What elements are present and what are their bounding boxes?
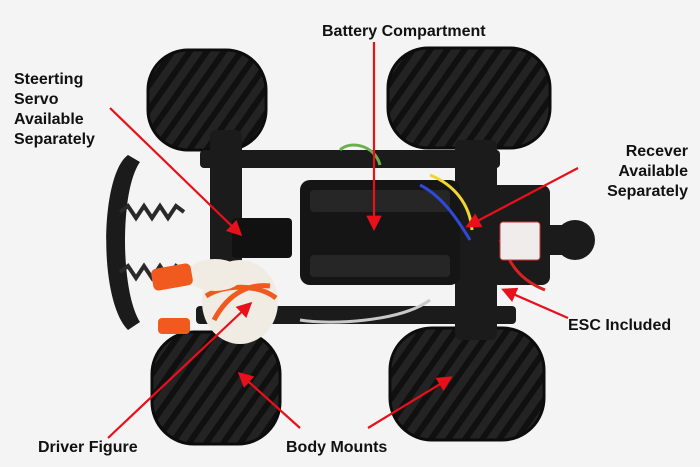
label-steering-servo: Steerting Servo Available Separately	[14, 70, 95, 150]
label-servo-line-3: Available	[14, 111, 84, 128]
tire-rear-bottom	[388, 326, 546, 442]
label-receiver-line-3: Separately	[607, 183, 688, 200]
tire-front-bottom	[150, 330, 282, 446]
arrow-body-mount-left	[237, 371, 301, 429]
battery-box	[300, 180, 460, 285]
label-receiver: Recever Available Separately	[607, 142, 688, 202]
front-bumper	[106, 155, 140, 330]
label-servo-line-2: Servo	[14, 91, 59, 108]
arrow-servo	[109, 107, 243, 237]
receiver-box	[499, 221, 541, 261]
arrow-driver	[107, 301, 253, 439]
tire-rear-top	[386, 46, 552, 150]
label-servo-line-1: Steerting	[14, 71, 84, 88]
callout-arrows	[107, 42, 579, 439]
label-driver-figure: Driver Figure	[38, 439, 138, 456]
arrow-receiver	[465, 167, 579, 228]
label-body-mounts: Body Mounts	[286, 439, 388, 456]
label-battery-compartment: Battery Compartment	[322, 23, 486, 40]
label-esc-included: ESC Included	[568, 317, 672, 334]
servo-unit	[232, 218, 292, 258]
label-servo-line-4: Separately	[14, 131, 95, 148]
label-receiver-line-1: Recever	[625, 143, 688, 160]
label-receiver-line-2: Available	[618, 163, 688, 180]
tire-front-top	[146, 48, 268, 152]
arrow-esc	[501, 287, 569, 320]
arrow-body-mount-right	[367, 376, 453, 429]
